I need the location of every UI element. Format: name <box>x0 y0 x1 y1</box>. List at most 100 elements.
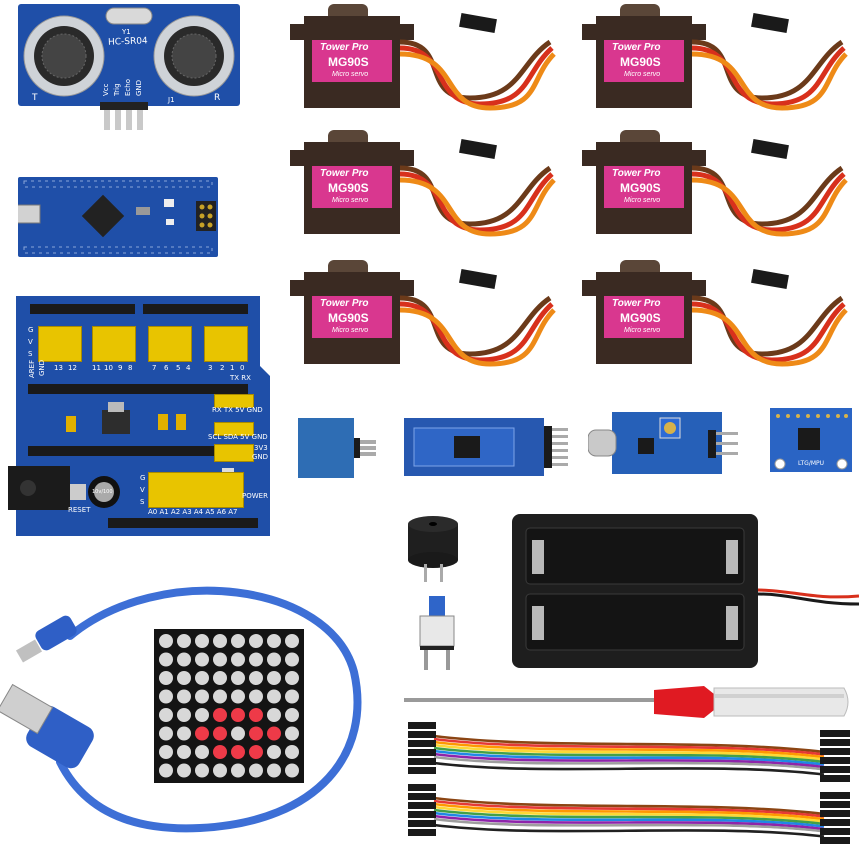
jumper-wire-drawing <box>408 784 850 844</box>
jumper-wire <box>433 820 825 836</box>
led-dot <box>195 689 209 704</box>
servo-model: MG90S <box>620 311 661 325</box>
servo-subtitle: Micro servo <box>332 197 369 204</box>
servo-motor: Tower Pro MG90S Micro servo <box>582 258 852 368</box>
led-dot <box>177 652 191 667</box>
jumper-connector <box>408 820 436 827</box>
shield-power-label: POWER <box>242 492 268 500</box>
jumper-connector <box>820 766 850 773</box>
servo-subtitle: Micro servo <box>624 71 661 78</box>
servo-brand: Tower Pro <box>320 168 369 179</box>
shield-pin-0: 0 <box>240 364 245 372</box>
jumper-connector <box>820 757 850 764</box>
arduino-nano-board <box>13 177 218 257</box>
led-dot <box>195 652 209 667</box>
led-dot-lit <box>195 726 209 741</box>
push-button-drawing <box>419 596 455 670</box>
led-dot-lit <box>213 708 227 722</box>
gyro-label: LTG/MPU <box>798 460 825 467</box>
led-dot <box>213 652 227 667</box>
servo-motor: Tower Pro MG90S Micro servo <box>582 128 852 238</box>
led-dot <box>159 708 173 722</box>
ultrasonic-pin-trig: Trig <box>113 83 121 96</box>
buzzer <box>408 516 458 582</box>
buzzer-drawing <box>408 516 458 582</box>
sound-sensor-drawing <box>587 412 738 474</box>
shield-uart-header <box>214 394 254 408</box>
led-dot <box>285 745 299 759</box>
shield-pin-9: 9 <box>118 364 123 372</box>
led-dot <box>177 689 191 704</box>
servo-motor: Tower Pro MG90S Micro servo <box>290 2 560 112</box>
shield-capacitor-label: 10v/100 <box>92 489 113 495</box>
led-dot-lit <box>231 745 245 759</box>
shield-analog-v: V <box>140 486 145 494</box>
led-dot <box>267 652 281 667</box>
led-dot <box>249 763 263 778</box>
led-dot <box>285 708 299 722</box>
led-matrix <box>154 629 304 783</box>
servo-subtitle: Micro servo <box>624 327 661 334</box>
arduino-nano-drawing <box>13 177 218 257</box>
servo-brand: Tower Pro <box>320 298 369 309</box>
servo-model: MG90S <box>328 55 369 69</box>
shield-analog-label: A0 A1 A2 A3 A4 A5 A6 A7 <box>148 508 238 516</box>
ultrasonic-crystal-label: Y1 <box>122 28 131 36</box>
servo-motor: Tower Pro MG90S Micro servo <box>582 2 852 112</box>
shield-pin-gnd: GND <box>38 359 46 376</box>
led-dot <box>177 708 191 722</box>
servo-subtitle: Micro servo <box>332 327 369 334</box>
gyro-module-drawing <box>770 408 852 472</box>
shield-gvs-s: S <box>28 350 33 358</box>
jumper-connector <box>820 775 850 782</box>
servo-brand: Tower Pro <box>612 298 661 309</box>
servo-motor: Tower Pro MG90S Micro servo <box>290 128 560 238</box>
led-dot <box>249 634 263 648</box>
led-dot <box>249 652 263 667</box>
jumper-wire <box>433 805 825 823</box>
led-dot <box>195 708 209 722</box>
shield-pin-13: 13 <box>54 364 63 372</box>
shield-pin-12: 12 <box>68 364 77 372</box>
shield-gvs-g: G <box>28 326 34 334</box>
shield-pin-11: 11 <box>92 364 101 372</box>
led-dot <box>159 726 173 741</box>
jumper-connector <box>408 802 436 809</box>
battery-holder <box>512 510 859 670</box>
shield-digital-header-3 <box>148 326 192 362</box>
jumper-wire-bundle <box>406 778 852 848</box>
led-dot-lit <box>213 745 227 759</box>
led-dot-lit <box>267 726 281 741</box>
shield-pin-10: 10 <box>104 364 113 372</box>
servo-model: MG90S <box>328 311 369 325</box>
servo-subtitle: Micro servo <box>624 197 661 204</box>
shield-3v3-label: 3V3 <box>254 444 268 452</box>
sensor-shield-board: G V S G V S GND 13 12 11 10 9 8 7 6 5 4 … <box>2 296 270 536</box>
shield-digital-header-1 <box>38 326 82 362</box>
usb-cable-drawing <box>0 586 362 833</box>
shield-analog-g: G <box>140 474 146 482</box>
led-dot <box>213 671 227 685</box>
led-dot <box>231 689 245 704</box>
jumper-connector <box>408 731 436 738</box>
shield-digital-header-2 <box>92 326 136 362</box>
led-dot <box>213 634 227 648</box>
led-dot <box>285 689 299 704</box>
servo-drawing <box>582 4 848 111</box>
shield-aref-label: AREF <box>28 359 36 378</box>
led-dot <box>213 689 227 704</box>
led-dot <box>285 634 299 648</box>
servo-grid: Tower Pro MG90S Micro servo Tower Pro MG… <box>290 0 859 400</box>
led-dot <box>159 745 173 759</box>
servo-brand: Tower Pro <box>320 42 369 53</box>
ultrasonic-sensor-drawing <box>18 4 240 130</box>
jumper-connector <box>820 748 850 755</box>
jumper-wire <box>433 808 825 826</box>
ultrasonic-r-label: R <box>214 93 221 103</box>
jumper-connector <box>408 811 436 818</box>
jumper-wire <box>433 811 825 828</box>
led-dot <box>267 745 281 759</box>
jumper-wire <box>433 796 825 816</box>
led-matrix-drawing <box>154 629 304 783</box>
shield-digital-header-4 <box>204 326 248 362</box>
